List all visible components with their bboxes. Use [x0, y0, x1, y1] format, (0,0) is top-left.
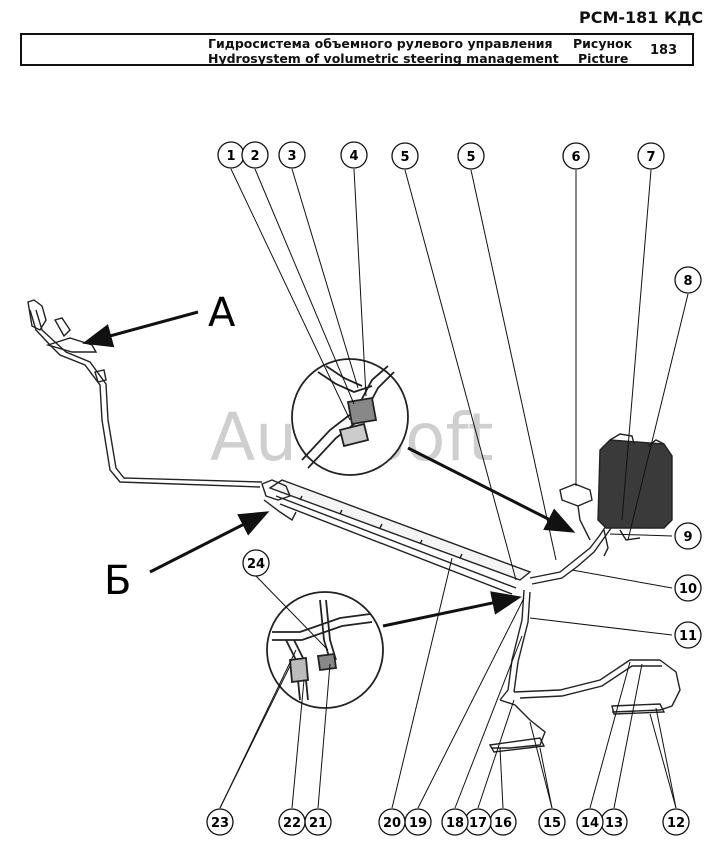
- callout-circle: [340, 141, 368, 169]
- callout-number: 4: [349, 149, 358, 164]
- callout-number: 17: [469, 816, 487, 831]
- callout-number: 12: [667, 816, 685, 831]
- leader-lines: [219, 168, 689, 809]
- title-english: Hydrosystem of volumetric steering manag…: [208, 51, 559, 66]
- callout-number: 21: [309, 816, 327, 831]
- callout-15: 15: [538, 808, 566, 836]
- callout-number: 22: [283, 816, 301, 831]
- callout-8: 8: [674, 266, 702, 294]
- callout-6: 6: [562, 142, 590, 170]
- callout-number: 7: [646, 150, 655, 165]
- callout-number: 14: [581, 816, 599, 831]
- callout-22: 22: [278, 808, 306, 836]
- callout-2: 2: [241, 141, 269, 169]
- picture-label-russian: Рисунок: [573, 36, 633, 51]
- callout-3: 3: [278, 141, 306, 169]
- callout-number: 15: [543, 816, 561, 831]
- callout-circle: [242, 549, 270, 577]
- left-hydraulic-line: [27, 299, 263, 488]
- callout-5: 5: [457, 142, 485, 170]
- view-label-a: А: [208, 290, 236, 336]
- callout-circle: [378, 808, 406, 836]
- callout-10: 10: [674, 574, 702, 602]
- callout-18: 18: [441, 808, 469, 836]
- detail-arrow-top: [407, 446, 576, 533]
- view-label-b: Б: [104, 558, 131, 604]
- view-arrow-a: [82, 310, 199, 348]
- callout-circle: [576, 808, 604, 836]
- callout-1: 1: [217, 141, 245, 169]
- callout-number: 16: [494, 816, 512, 831]
- callout-circle: [206, 808, 234, 836]
- callout-circle: [674, 621, 702, 649]
- callout-14: 14: [576, 808, 604, 836]
- oil-tank: [597, 433, 673, 557]
- detail-arrow-bottom: [382, 591, 522, 628]
- callout-number: 13: [605, 816, 623, 831]
- callout-23: 23: [206, 808, 234, 836]
- callout-circle: [457, 142, 485, 170]
- callout-19: 19: [404, 808, 432, 836]
- callout-number: 11: [679, 629, 697, 644]
- callout-number: 10: [679, 582, 697, 597]
- title-russian: Гидросистема объемного рулевого управлен…: [208, 36, 553, 51]
- callout-circle: [241, 141, 269, 169]
- picture-number: 183: [650, 43, 678, 58]
- callout-number: 3: [287, 149, 296, 164]
- view-arrow-b: [149, 511, 270, 574]
- model-code: РСМ-181 КДС: [579, 8, 704, 27]
- callout-circle: [674, 522, 702, 550]
- callout-11: 11: [674, 621, 702, 649]
- callout-number: 20: [383, 816, 401, 831]
- callout-9: 9: [674, 522, 702, 550]
- detail-circle-top: [291, 358, 409, 476]
- title-block: Гидросистема объемного рулевого управлен…: [20, 33, 694, 66]
- callout-number: 9: [683, 530, 692, 545]
- callout-number: 6: [571, 150, 580, 165]
- callout-number: 5: [400, 150, 409, 165]
- callout-number: 2: [250, 149, 259, 164]
- callout-circle: [391, 142, 419, 170]
- callout-4: 4: [340, 141, 368, 169]
- callout-24: 24: [242, 549, 270, 577]
- callout-number: 8: [683, 274, 692, 289]
- callout-12: 12: [662, 808, 690, 836]
- callout-number: 23: [211, 816, 229, 831]
- callout-13: 13: [600, 808, 628, 836]
- callout-circle: [662, 808, 690, 836]
- callout-circle: [278, 141, 306, 169]
- callout-5: 5: [391, 142, 419, 170]
- detail-circle-bottom: [266, 591, 384, 709]
- picture-label-english: Picture: [578, 51, 629, 66]
- callout-number: 5: [466, 150, 475, 165]
- callout-circle: [441, 808, 469, 836]
- callout-7: 7: [637, 142, 665, 170]
- callout-16: 16: [489, 808, 517, 836]
- callout-circle: [637, 142, 665, 170]
- callout-circle: [278, 808, 306, 836]
- callout-number: 24: [247, 557, 265, 572]
- callout-17: 17: [464, 808, 492, 836]
- callout-number: 18: [446, 816, 464, 831]
- callout-circle: [674, 574, 702, 602]
- cooler-assembly: [261, 479, 532, 595]
- callout-circle: [674, 266, 702, 294]
- callout-20: 20: [378, 808, 406, 836]
- callout-21: 21: [304, 808, 332, 836]
- callout-number: 1: [226, 149, 235, 164]
- callout-circle: [538, 808, 566, 836]
- callout-circle: [562, 142, 590, 170]
- callout-number: 19: [409, 816, 427, 831]
